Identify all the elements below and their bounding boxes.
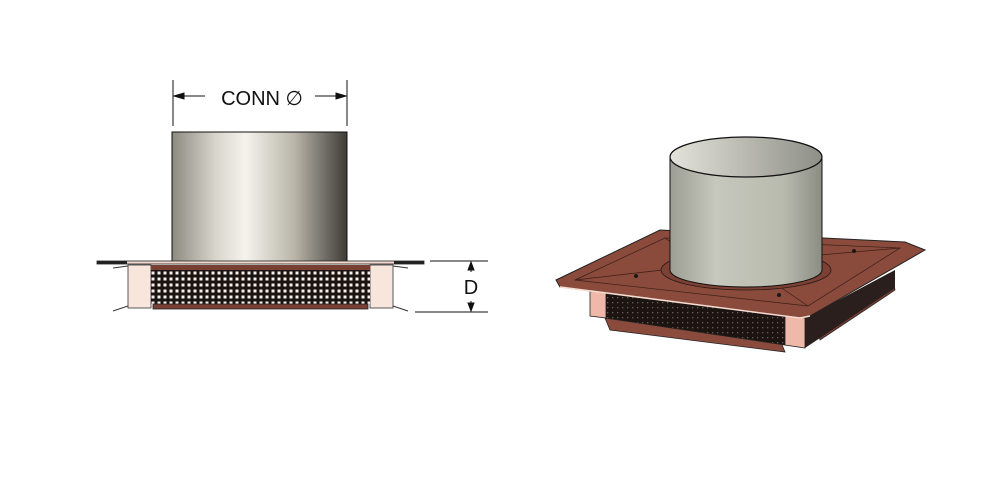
depth-dimension <box>415 260 488 313</box>
depth-label: D <box>464 277 478 299</box>
connection-collar <box>171 131 348 263</box>
width-dimension <box>172 80 348 126</box>
perforated-grille <box>151 270 370 304</box>
front-elevation-view: CONN ∅ D <box>96 80 488 313</box>
connection-collar <box>669 136 823 288</box>
isometric-view <box>555 136 927 353</box>
grille-box <box>112 264 409 312</box>
connection-diameter-label: CONN ∅ <box>221 88 303 110</box>
mounting-flange <box>96 260 425 265</box>
